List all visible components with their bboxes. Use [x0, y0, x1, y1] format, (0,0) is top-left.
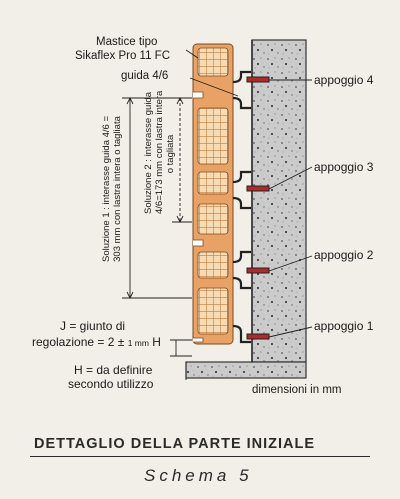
panel-cell	[197, 107, 229, 165]
soluzione-1-text: Soluzione 1 : interasse guida 4/6 = 303 …	[101, 96, 124, 282]
plus-minus-sign: ±	[117, 335, 125, 349]
giunto-tolerance: 1 mm	[127, 338, 149, 348]
soluzione-1-line-2: 303 mm con lastra intera o tagliata	[111, 116, 123, 262]
dimension-lines	[122, 96, 192, 300]
panel-cell	[197, 203, 229, 235]
giunto-value: regolazione = 2	[32, 335, 115, 349]
appoggio-1-label: appoggio 1	[314, 319, 374, 333]
caption-rule	[30, 456, 370, 457]
panel-cell	[197, 47, 229, 77]
h-label-line2: secondo utilizzo	[68, 377, 154, 391]
guida-label: guida 4/6	[121, 70, 169, 82]
h-dimension	[170, 339, 192, 380]
appoggio-4-label: appoggio 4	[314, 73, 374, 87]
dimensioni-note: dimensioni in mm	[252, 384, 342, 396]
concrete-floor	[185, 361, 307, 379]
panel-column	[192, 43, 234, 345]
giunto-label-line2: regolazione = 2 ± 1 mm H	[32, 336, 161, 349]
mastice-label-line2: Sikaflex Pro 11 FC	[75, 50, 171, 62]
concrete-wall	[251, 39, 307, 363]
caption-title: DETTAGLIO DELLA PARTE INIZIALE	[34, 436, 316, 452]
soluzione-2-line-3: o tagliata	[164, 134, 176, 174]
panel-cell	[197, 287, 229, 335]
giunto-h: H	[152, 335, 161, 349]
giunto-label-line1: J = giunto di	[60, 319, 126, 333]
soluzione-2-text: Soluzione 2 : interasse guida 4/6=173 mm…	[143, 91, 177, 214]
h-label-line1: H = da definire	[74, 363, 153, 377]
leader-lines	[185, 49, 313, 338]
mastice-label-line1: Mastice tipo	[96, 36, 158, 48]
guide-profiles	[232, 70, 251, 344]
caption-schema: Schema 5	[144, 466, 253, 485]
panel-cell	[197, 171, 229, 195]
panel-cell	[197, 251, 229, 279]
appoggio-2-label: appoggio 2	[314, 248, 374, 262]
appoggio-3-label: appoggio 3	[314, 160, 374, 174]
